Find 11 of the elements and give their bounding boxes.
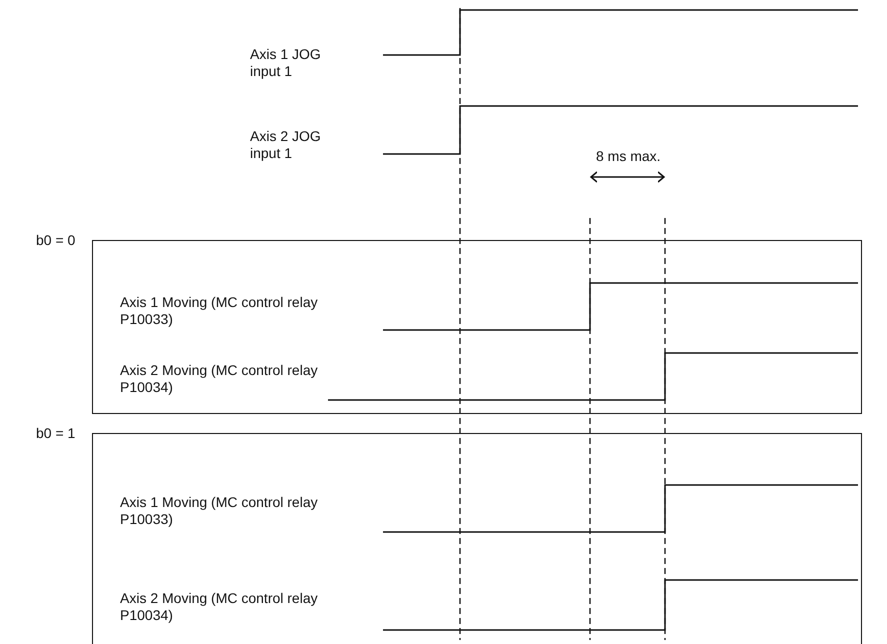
signal-name: Axis 1 Moving (MC control relay P10033) [120, 294, 319, 328]
signal-name: Axis 1 Moving (MC control relay P10033) [120, 494, 319, 528]
signal-name: Axis 1 JOG input 1 [250, 46, 322, 80]
condition-panel [92, 240, 862, 414]
condition-label: b0 = 0 [36, 232, 76, 248]
dimension-text: 8 ms max. [596, 148, 662, 165]
condition-label: b0 = 1 [36, 425, 76, 441]
signal-name: Axis 2 Moving (MC control relay P10034) [120, 362, 319, 396]
signal-name: Axis 2 Moving (MC control relay P10034) [120, 590, 319, 624]
condition-panel [92, 433, 862, 644]
signal-name: Axis 2 JOG input 1 [250, 128, 322, 162]
